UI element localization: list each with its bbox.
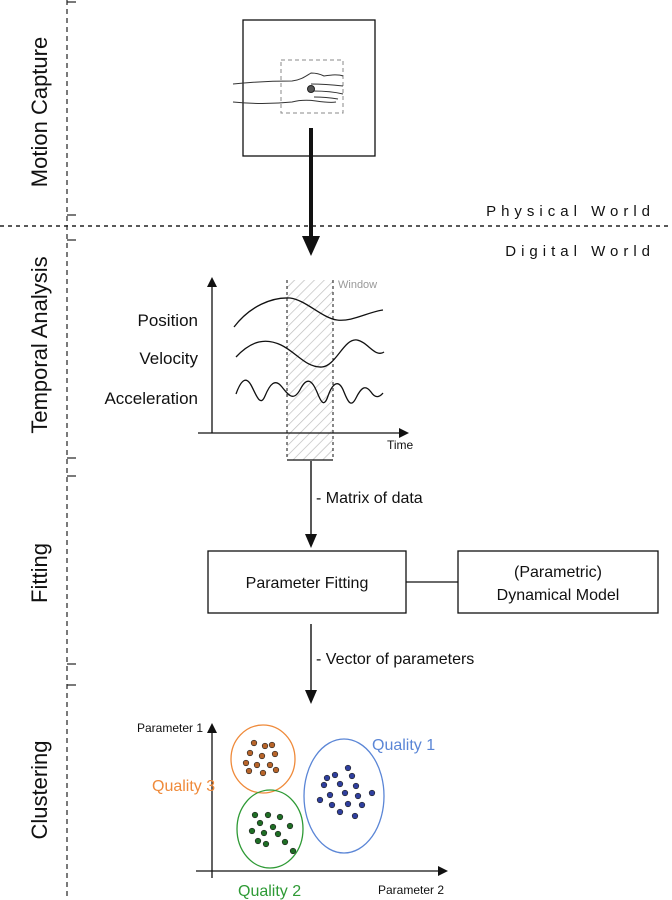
cluster-point bbox=[352, 782, 360, 790]
quality3-cluster bbox=[230, 724, 296, 794]
acceleration-label: Acceleration bbox=[104, 389, 198, 408]
quality2-points bbox=[248, 811, 297, 855]
cluster-point bbox=[251, 811, 259, 819]
cluster-point bbox=[344, 764, 352, 772]
quality1-cluster bbox=[303, 738, 385, 854]
velocity-label: Velocity bbox=[139, 349, 198, 368]
cluster-point bbox=[269, 823, 277, 831]
matrix-arrowhead bbox=[305, 534, 317, 548]
position-label: Position bbox=[138, 311, 198, 330]
cluster-point bbox=[260, 829, 268, 837]
cluster-point bbox=[323, 774, 331, 782]
section-label-temporal-analysis: Temporal Analysis bbox=[27, 256, 52, 433]
position-curve bbox=[233, 297, 384, 328]
cluster-point bbox=[266, 761, 274, 769]
hand-icon bbox=[232, 72, 344, 104]
cluster-point bbox=[326, 791, 334, 799]
cluster-point bbox=[264, 811, 272, 819]
cluster-point bbox=[286, 822, 294, 830]
cluster-point bbox=[254, 837, 262, 845]
cluster-point bbox=[368, 789, 376, 797]
quality3-label: Quality 3 bbox=[152, 778, 215, 795]
cluster-point bbox=[289, 847, 297, 855]
cluster-point bbox=[246, 749, 254, 757]
cluster-point bbox=[316, 796, 324, 804]
cluster-point bbox=[281, 838, 289, 846]
dynamical-model-box bbox=[457, 550, 659, 614]
cluster-point bbox=[336, 780, 344, 788]
vector-of-parameters-label: - Vector of parameters bbox=[316, 651, 474, 668]
parameter-fitting-box bbox=[207, 550, 407, 614]
window-label: Window bbox=[338, 279, 377, 291]
cluster-point bbox=[354, 792, 362, 800]
cluster-point bbox=[341, 789, 349, 797]
parameter-fitting-label: Parameter Fitting bbox=[246, 575, 369, 592]
cluster-point bbox=[261, 742, 269, 750]
quality1-label: Quality 1 bbox=[372, 737, 435, 754]
section-label-fitting: Fitting bbox=[27, 543, 52, 603]
quality1-points bbox=[316, 764, 376, 820]
acceleration-curve bbox=[235, 379, 384, 404]
cluster-point bbox=[262, 840, 270, 848]
quality2-cluster bbox=[236, 789, 304, 869]
vector-arrowhead bbox=[305, 690, 317, 704]
time-axis-label: Time bbox=[387, 438, 414, 452]
cluster-point bbox=[331, 771, 339, 779]
cluster-point bbox=[245, 767, 253, 775]
cluster-point bbox=[348, 772, 356, 780]
model-label-line2: Dynamical Model bbox=[497, 587, 620, 604]
cluster-point bbox=[250, 739, 258, 747]
cluster-point bbox=[276, 813, 284, 821]
velocity-curve bbox=[235, 339, 385, 368]
matrix-of-data-label: - Matrix of data bbox=[316, 490, 423, 507]
section-label-motion-capture: Motion Capture bbox=[27, 37, 52, 187]
cluster-point bbox=[258, 752, 266, 760]
quality3-points bbox=[242, 739, 280, 777]
quality2-label: Quality 2 bbox=[238, 883, 301, 900]
cluster-point bbox=[351, 812, 359, 820]
cluster-point bbox=[259, 769, 267, 777]
cluster-point bbox=[253, 761, 261, 769]
cluster-point bbox=[328, 801, 336, 809]
section-label-clustering: Clustering bbox=[27, 740, 52, 839]
cluster-point bbox=[272, 766, 280, 774]
window-highlight bbox=[286, 280, 334, 461]
cluster-point bbox=[268, 741, 276, 749]
cluster-point bbox=[320, 781, 328, 789]
cluster-point bbox=[358, 801, 366, 809]
physical-world-label: Physical World bbox=[486, 203, 655, 220]
digital-world-label: Digital World bbox=[505, 243, 655, 260]
capture-arrowhead bbox=[302, 236, 320, 256]
parameter1-label: Parameter 1 bbox=[137, 721, 203, 735]
cluster-point bbox=[271, 750, 279, 758]
cluster-point bbox=[248, 827, 256, 835]
cluster-point bbox=[274, 830, 282, 838]
model-label-line1: (Parametric) bbox=[514, 564, 602, 581]
parameter2-label: Parameter 2 bbox=[378, 883, 444, 897]
cluster-point bbox=[344, 800, 352, 808]
cluster-point bbox=[336, 808, 344, 816]
cluster-point bbox=[242, 759, 250, 767]
cluster-point bbox=[256, 819, 264, 827]
